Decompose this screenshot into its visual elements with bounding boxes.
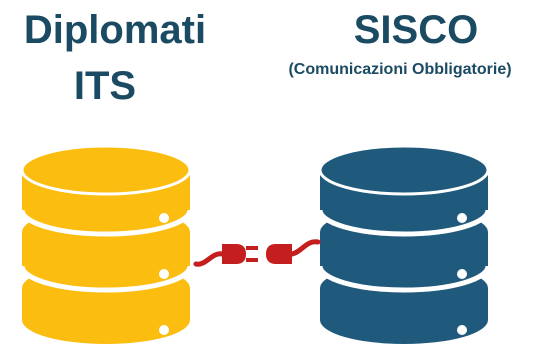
right-database-icon [317,144,491,344]
right-title: SISCO [353,8,479,52]
plug-connector-icon [193,239,321,267]
left-title-line2: ITS [73,64,137,108]
left-title-line1: Diplomati [23,8,207,52]
right-subtitle: (Comunicazioni Obbligatorie) [288,61,512,78]
left-database-icon [19,144,193,344]
